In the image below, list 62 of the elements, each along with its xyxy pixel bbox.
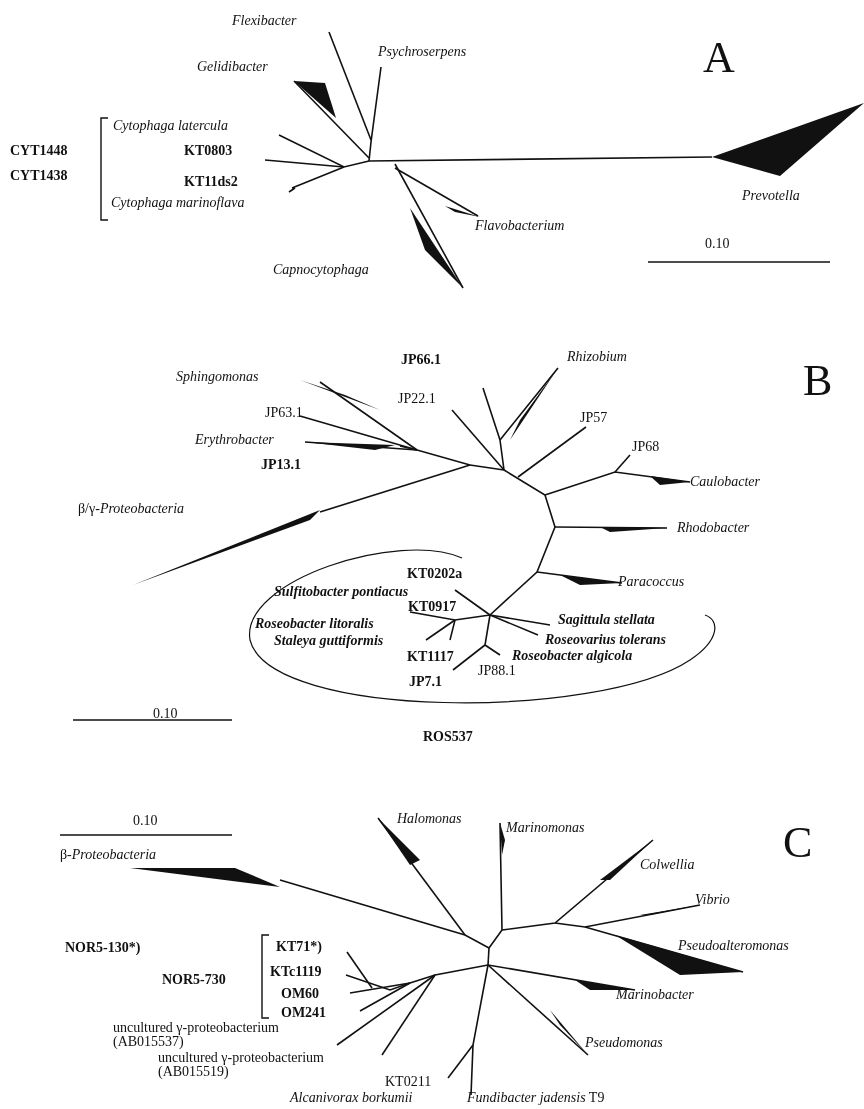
taxon-label: Flexibacter	[232, 13, 297, 29]
taxon-label: Cytophaga marinoflava	[111, 195, 245, 211]
taxon-label: Roseobacter algicola	[512, 648, 633, 664]
taxon-label: Pseudomonas	[585, 1035, 663, 1051]
taxon-label: Paracoccus	[618, 574, 685, 590]
taxon-label: Pseudoalteromonas	[678, 938, 789, 954]
clone-label: JP22.1	[398, 391, 436, 407]
clone-label: KT71*)	[276, 939, 322, 955]
scale-label: 0.10	[133, 813, 158, 829]
taxon-label: Marinomonas	[506, 820, 585, 836]
clone-label: KT1117	[407, 649, 454, 665]
taxon-label: Halomonas	[397, 811, 462, 827]
taxon-label: Marinobacter	[616, 987, 694, 1003]
taxon-label: Psychroserpens	[378, 44, 467, 60]
taxon-label: Sulfitobacter pontiacus	[274, 584, 409, 600]
clone-label: KTc1119	[270, 964, 322, 980]
taxon-label: Rhodobacter	[677, 520, 750, 536]
clone-label: OM241	[281, 1005, 327, 1021]
clone-label: JP7.1	[409, 674, 443, 690]
taxon-label: Sphingomonas	[176, 369, 259, 385]
clone-label: KT0803	[184, 143, 233, 159]
taxon-label: Caulobacter	[690, 474, 760, 490]
probe-label: NOR5-730	[162, 972, 226, 988]
scale-label: 0.10	[705, 236, 730, 252]
probe-label: NOR5-130*)	[65, 940, 141, 956]
probe-label: CYT1438	[10, 168, 68, 184]
clone-label: JP13.1	[261, 457, 302, 473]
taxon-label: Prevotella	[742, 188, 800, 204]
panel-letter: A	[703, 36, 735, 80]
taxon-label: Roseovarius tolerans	[545, 632, 666, 648]
clone-label: JP88.1	[478, 663, 516, 679]
clone-label: JP57	[580, 410, 608, 426]
taxon-label: Vibrio	[695, 892, 730, 908]
taxon-label: uncultured γ-proteobacterium (AB015519)	[158, 1051, 325, 1079]
taxon-label: Alcanivorax borkumii	[290, 1090, 413, 1106]
taxon-label: Rhizobium	[567, 349, 627, 365]
taxon-label: Fundibacter jadensis T9	[467, 1090, 605, 1106]
clone-label: JP66.1	[401, 352, 442, 368]
taxon-label: Sagittula stellata	[558, 612, 655, 628]
clone-label: KT0211	[385, 1074, 432, 1090]
taxon-label: Cytophaga latercula	[113, 118, 228, 134]
panel-letter: B	[803, 359, 833, 403]
taxon-label: Roseobacter litoralis	[255, 616, 374, 632]
scale-label: 0.10	[153, 706, 178, 722]
taxon-label: Capnocytophaga	[273, 262, 369, 278]
panel-letter: C	[783, 821, 813, 865]
clone-label: KT0202a	[407, 566, 463, 582]
clone-label: JP68	[632, 439, 660, 455]
taxon-label: Staleya guttiformis	[274, 633, 384, 649]
taxon-label: β/γ-Proteobacteria	[78, 501, 185, 517]
taxon-label: Erythrobacter	[195, 432, 274, 448]
taxon-label: uncultured γ-proteobacterium (AB015537)	[113, 1021, 280, 1049]
clone-label: JP63.1	[265, 405, 303, 421]
clone-label: OM60	[281, 986, 320, 1002]
probe-label: CYT1448	[10, 143, 68, 159]
clone-label: KT11ds2	[184, 174, 238, 190]
taxon-label: Gelidibacter	[197, 59, 268, 75]
taxon-label: β-Proteobacteria	[60, 847, 157, 863]
taxon-label: Flavobacterium	[475, 218, 565, 234]
taxon-label: Colwellia	[640, 857, 695, 873]
cluster-label: ROS537	[423, 729, 473, 745]
clone-label: KT0917	[408, 599, 457, 615]
